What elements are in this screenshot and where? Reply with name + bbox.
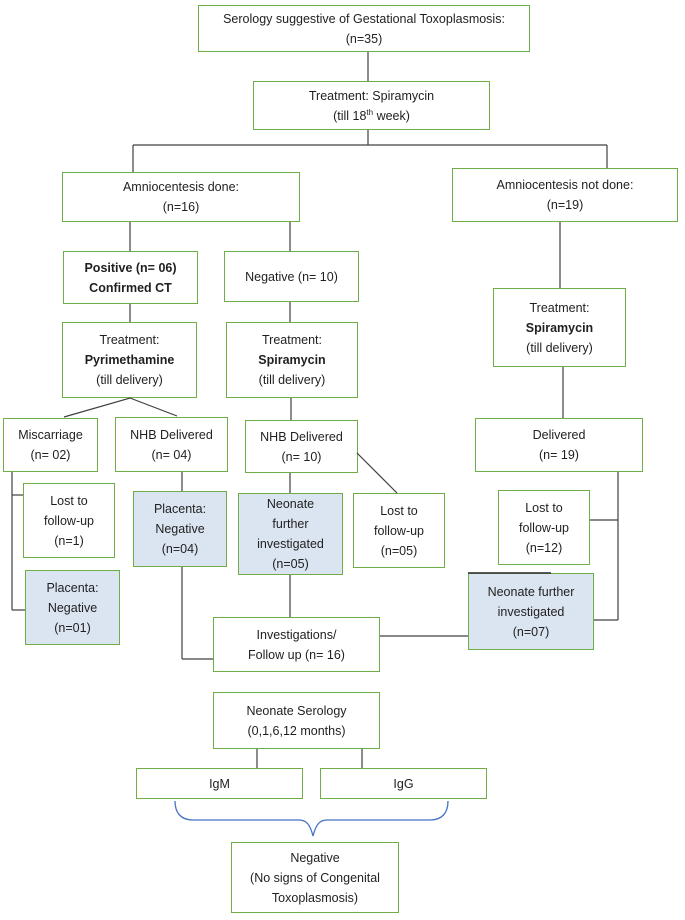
connector-line [63, 397, 131, 418]
curly-brace [174, 800, 449, 837]
node-text: Negative [155, 522, 205, 536]
node-count: (n=19) [546, 198, 584, 212]
node-lost-followup-1: Lost to follow-up (n=1) [23, 483, 115, 558]
node-amniocentesis-not-done: Amniocentesis not done: (n=19) [452, 168, 678, 222]
node-text: (till delivery) [96, 373, 163, 387]
node-text: Negative [47, 600, 98, 615]
node-count: (n=05) [272, 557, 309, 571]
node-text: Amniocentesis not done: [496, 178, 634, 192]
node-treatment-spiramycin-18w: Treatment: Spiramycin (till 18th week) [253, 81, 490, 130]
node-treatment-spiramycin-right: Treatment: Spiramycin (till delivery) [493, 288, 626, 367]
connector-line [129, 397, 178, 417]
node-neonate-investigated-05: Neonate further investigated (n=05) [238, 493, 343, 575]
node-text: (till delivery) [526, 340, 593, 355]
node-lost-followup-05: Lost to follow-up (n=05) [353, 493, 445, 568]
node-text: Lost to [50, 493, 88, 508]
node-text: Lost to [380, 503, 418, 518]
node-text: Treatment: [529, 300, 590, 315]
node-text: (No signs of Congenital [250, 870, 380, 885]
node-count: (n=16) [162, 200, 200, 214]
node-text: Serology suggestive of Gestational Toxop… [223, 11, 505, 26]
node-text: Spiramycin [525, 320, 594, 335]
connector-line [356, 452, 398, 494]
node-text: Pyrimethamine [84, 353, 175, 367]
node-text-part: week) [373, 108, 410, 123]
node-text: Delivered [532, 428, 586, 442]
node-text: IgM [209, 776, 230, 791]
node-treatment-spiramycin-mid: Treatment: Spiramycin (till delivery) [226, 322, 358, 398]
node-nhb-delivered-04: NHB Delivered (n= 04) [115, 417, 228, 472]
node-text: Negative [290, 850, 340, 865]
node-text: Neonate further [487, 584, 575, 599]
node-placenta-negative-04: Placenta: Negative (n=04) [133, 491, 227, 567]
node-text: (till 18th week) [333, 106, 410, 126]
node-neonate-serology: Neonate Serology (0,1,6,12 months) [213, 692, 380, 749]
node-nhb-delivered-10: NHB Delivered (n= 10) [245, 420, 358, 473]
node-treatment-pyrimethamine: Treatment: Pyrimethamine (till delivery) [62, 322, 197, 398]
node-text: investigated [257, 537, 324, 551]
node-count: (n= 02) [30, 448, 71, 462]
node-text: follow-up [518, 520, 570, 535]
node-count: (n= 10) [281, 449, 322, 464]
node-count: (n=12) [525, 540, 563, 555]
superscript-th: th [366, 107, 374, 117]
node-text: Neonate [266, 497, 315, 511]
node-count: (n= 19) [539, 448, 579, 462]
node-delivered-19: Delivered (n= 19) [475, 418, 643, 472]
node-text: (0,1,6,12 months) [247, 723, 346, 738]
node-neonate-investigated-07: Neonate further investigated (n=07) [468, 573, 594, 650]
node-text: Lost to [525, 500, 563, 515]
node-text: investigated [497, 604, 565, 619]
node-count: (n=35) [345, 31, 383, 46]
node-text: Treatment: [262, 333, 322, 347]
node-text: Negative (n= 10) [245, 269, 338, 284]
node-negative-final: Negative (No signs of Congenital Toxopla… [231, 842, 399, 913]
node-text: further [272, 517, 309, 531]
node-placenta-negative-01: Placenta: Negative (n=01) [25, 570, 120, 645]
node-lost-followup-12: Lost to follow-up (n=12) [498, 490, 590, 565]
node-text: NHB Delivered [130, 427, 213, 442]
node-text: Toxoplasmosis) [271, 890, 359, 905]
node-text: Confirmed CT [89, 280, 172, 295]
node-text-part: (till 18 [333, 108, 367, 123]
node-text: Placenta: [153, 502, 207, 516]
node-text: follow-up [373, 523, 425, 538]
node-text: (till delivery) [258, 373, 326, 387]
node-count: (n= 04) [151, 447, 192, 462]
node-text: Positive (n= 06) [84, 260, 177, 275]
node-text: Placenta: [46, 580, 99, 595]
node-text: Follow up (n= 16) [248, 647, 345, 662]
node-text: follow-up [43, 513, 95, 528]
node-investigations-followup: Investigations/ Follow up (n= 16) [213, 617, 380, 672]
node-text: Neonate Serology [246, 703, 347, 718]
node-count: (n=05) [380, 543, 418, 558]
node-count: (n=1) [54, 533, 84, 548]
node-count: (n=07) [512, 624, 550, 639]
node-amniocentesis-done: Amniocentesis done: (n=16) [62, 172, 300, 222]
node-positive-confirmed-ct: Positive (n= 06) Confirmed CT [63, 251, 198, 304]
node-count: (n=01) [54, 620, 91, 635]
node-text: Amniocentesis done: [122, 180, 240, 194]
node-count: (n=04) [161, 542, 199, 556]
node-text: Spiramycin [258, 353, 326, 367]
node-igm: IgM [136, 768, 303, 799]
node-text: NHB Delivered [260, 429, 343, 444]
node-text: Treatment: [99, 333, 160, 347]
node-text: Investigations/ [256, 627, 337, 642]
node-text: IgG [393, 776, 414, 791]
node-serology-suggestive: Serology suggestive of Gestational Toxop… [198, 5, 530, 52]
node-negative-10: Negative (n= 10) [224, 251, 359, 302]
node-igg: IgG [320, 768, 487, 799]
node-miscarriage: Miscarriage (n= 02) [3, 418, 98, 472]
node-text: Miscarriage [18, 428, 83, 442]
node-text: Treatment: Spiramycin [308, 88, 435, 103]
